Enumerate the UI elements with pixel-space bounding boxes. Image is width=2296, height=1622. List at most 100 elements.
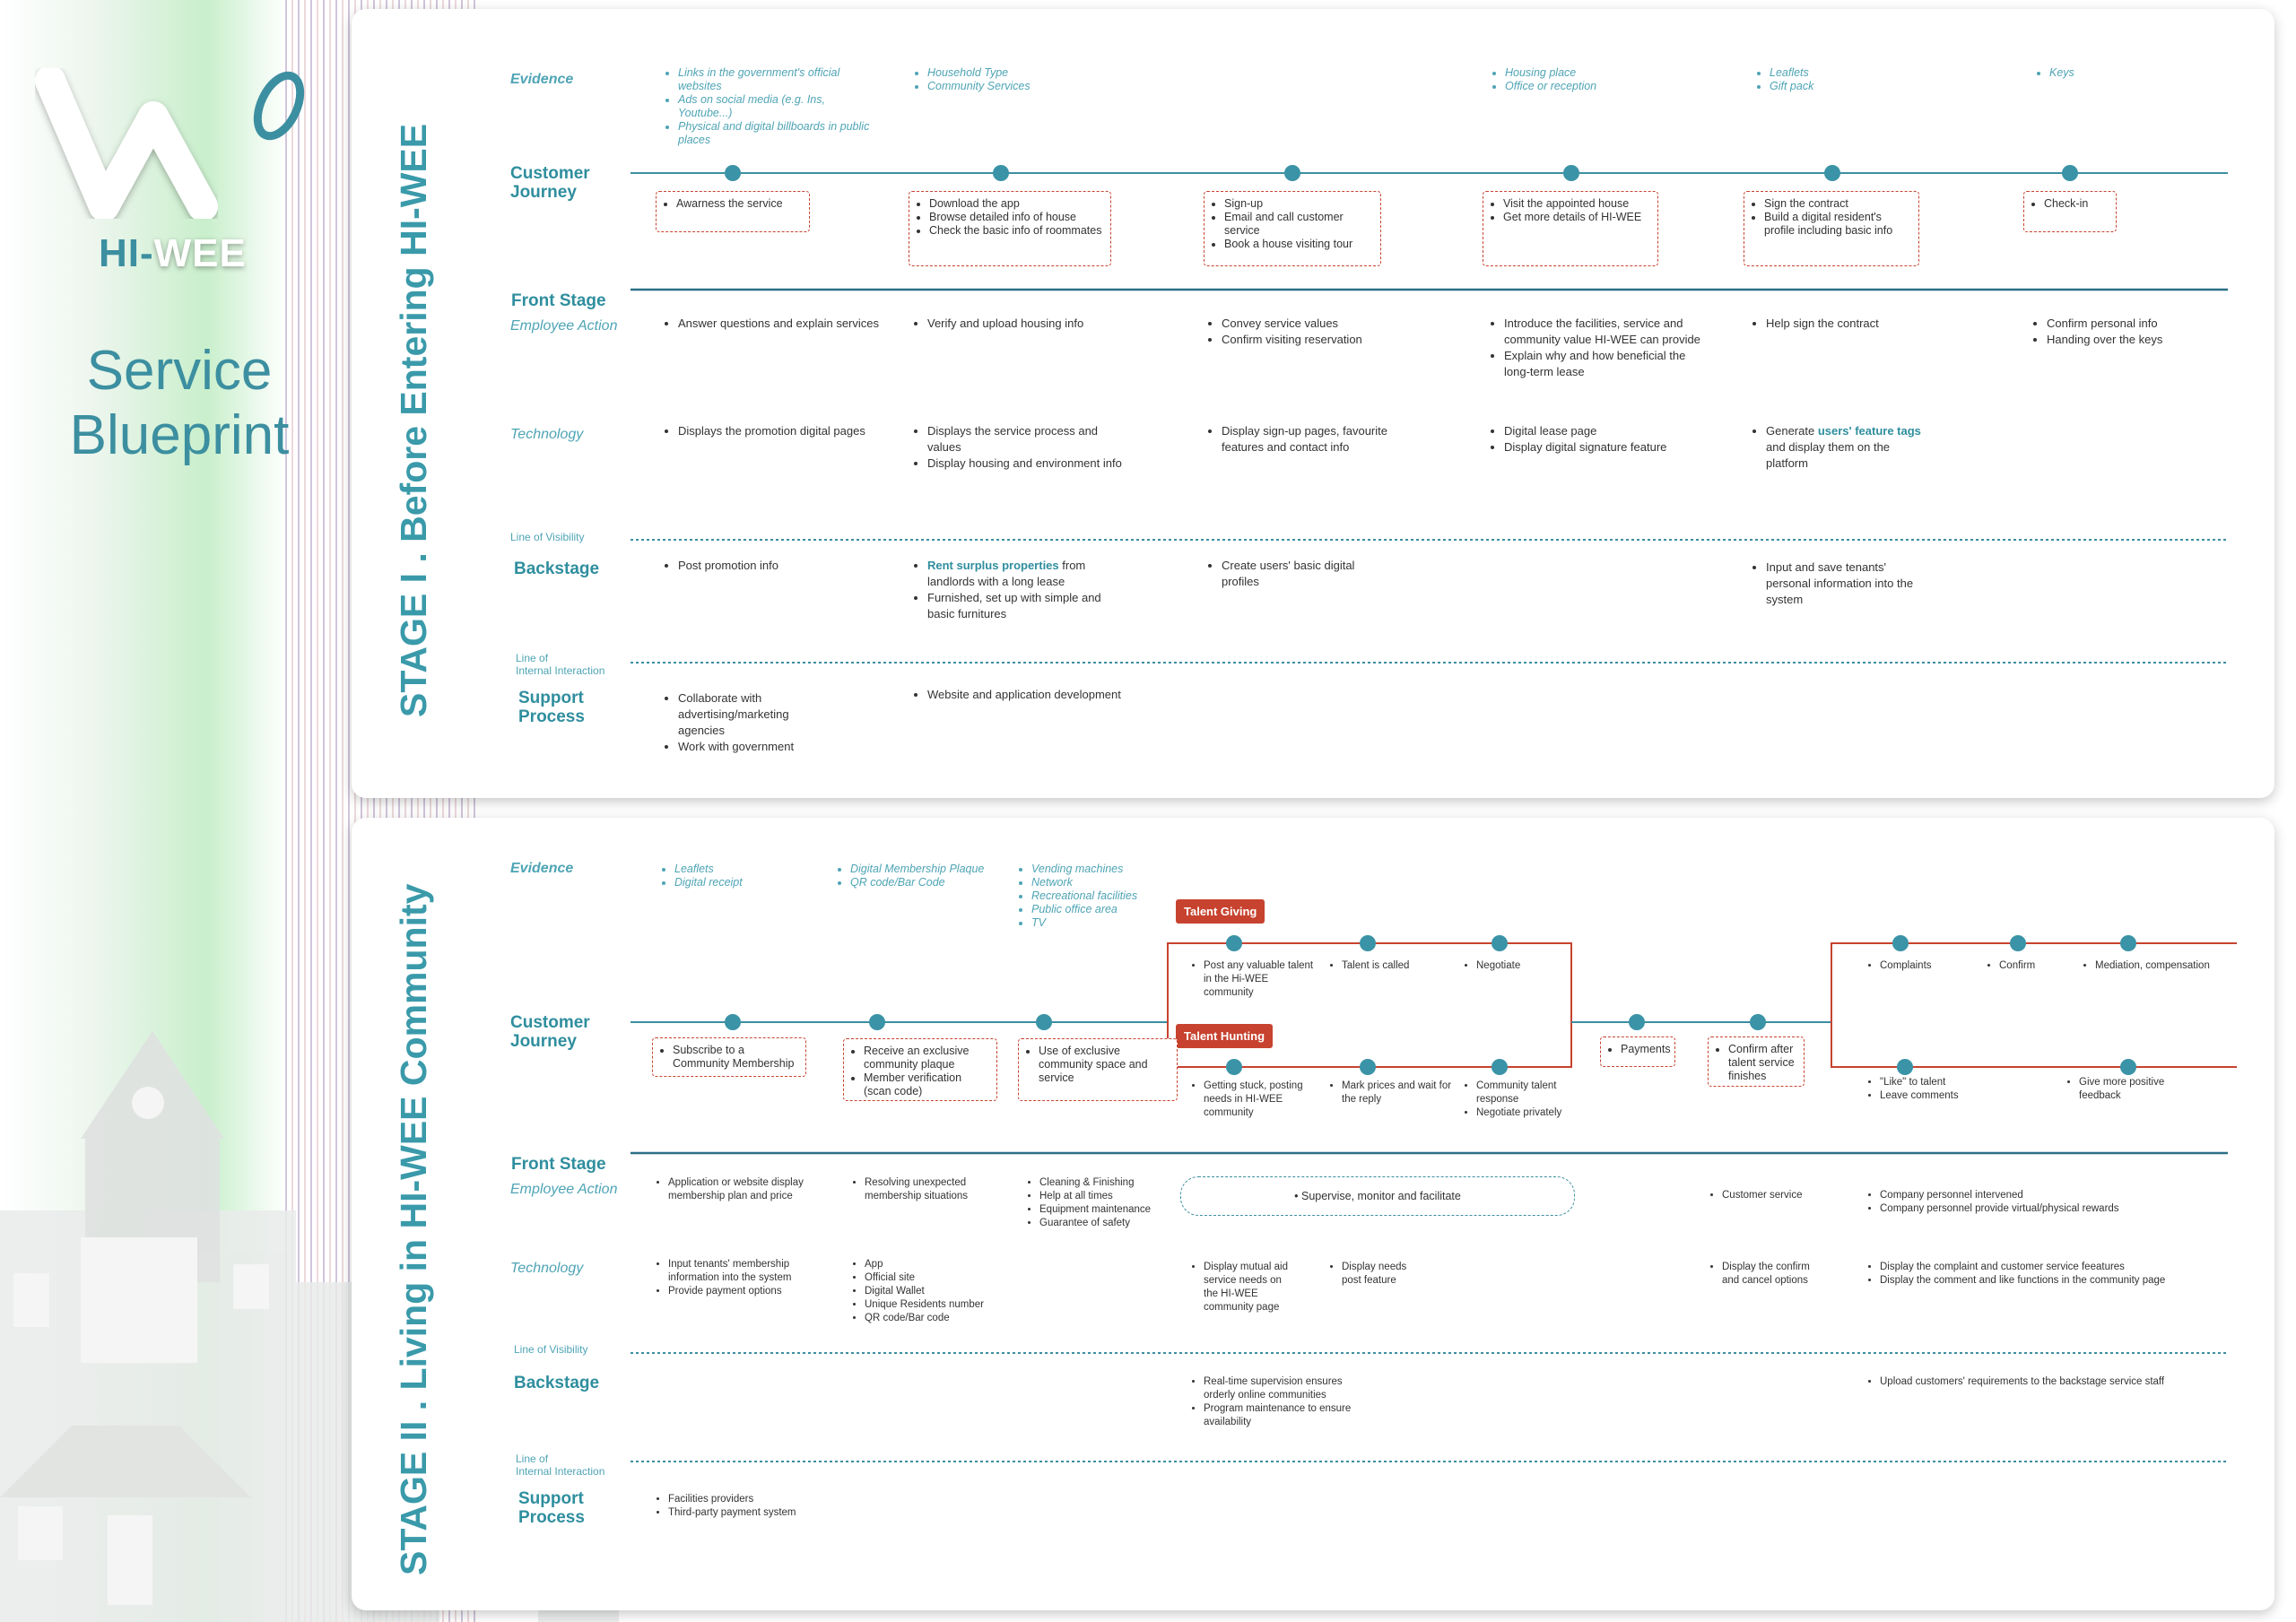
talent-hunting-step: Mark prices and wait for the reply	[1327, 1080, 1453, 1106]
journey-step-text: Sign-up	[1224, 197, 1375, 211]
bullet-item: Input tenants' membership information in…	[668, 1258, 815, 1285]
bullet-item: Physical and digital billboards in publi…	[678, 120, 870, 147]
evidence-item: Housing placeOffice or reception	[1491, 66, 1697, 93]
journey-step-text: Download the app	[929, 197, 1105, 211]
bullet-item: Confirm personal info	[2047, 316, 2248, 332]
bullet-item: Guarantee of safety	[1039, 1217, 1178, 1230]
bullet-item: Keys	[2049, 66, 2241, 80]
journey-node	[1750, 1014, 1766, 1030]
employee-action-item: Confirm personal infoHanding over the ke…	[2032, 316, 2248, 348]
support-process-label-line: Process	[518, 707, 585, 726]
bullet-item: Display housing and environment info	[927, 455, 1128, 472]
backstage-label-2-line: Backstage	[514, 1374, 600, 1392]
evidence-item: LeafletsDigital receipt	[660, 863, 813, 889]
bullet-item: Talent is called	[1342, 959, 1453, 973]
evidence-item: Digital Membership PlaqueQR code/Bar Cod…	[836, 863, 988, 889]
bullet-item: Vending machines	[1031, 863, 1170, 876]
journey-node	[1226, 1059, 1242, 1075]
after-service-step: Mediation, compensation	[2081, 959, 2215, 973]
technology-label: Technology	[510, 425, 583, 444]
evidence-item: Household TypeCommunity Services	[913, 66, 1119, 93]
journey-node	[1284, 165, 1300, 181]
journey-step-box: Visit the appointed houseGet more detail…	[1483, 191, 1658, 266]
bullet-item: Digital Membership Plaque	[850, 863, 988, 876]
journey-node	[1563, 165, 1579, 181]
bullet-item: Collaborate with advertising/marketing a…	[678, 690, 816, 739]
journey-node	[1824, 165, 1840, 181]
bullet-item: Post any valuable talent in the Hi-WEE c…	[1204, 959, 1315, 1000]
technology-label-2-line: Technology	[510, 1261, 584, 1276]
employee-action-item: Resolving unexpected membership situatio…	[850, 1176, 1003, 1203]
front-stage-label-2: Front Stage	[511, 1155, 606, 1174]
journey-step-box: Awarness the service	[656, 191, 810, 232]
evidence-item: Links in the government's official websi…	[664, 66, 870, 147]
talent-hunting-tag: Talent Hunting	[1176, 1024, 1274, 1048]
bullet-item: Cleaning & Finishing	[1039, 1176, 1178, 1190]
employee-action-item: Introduce the facilities, service and co…	[1490, 316, 1705, 380]
bullet-item: Display digital signature feature	[1504, 439, 1705, 455]
bullet-item: Program maintenance to ensure availabili…	[1204, 1402, 1369, 1429]
journey-step-text: Confirm after talent service finishes	[1728, 1043, 1798, 1083]
bullet-item: Company personnel intervened	[1880, 1189, 2242, 1202]
technology-item: Displays the promotion digital pages	[664, 423, 879, 439]
backstage-item: Input and save tenants' personal informa…	[1752, 559, 1922, 608]
bullet-item: Household Type	[927, 66, 1119, 80]
journey-step-text: Awarness the service	[676, 197, 804, 211]
employee-action-item: Company personnel intervenedCompany pers…	[1866, 1189, 2242, 1216]
bullet-item: Recreational facilities	[1031, 889, 1170, 903]
journey-step-box: Sign the contractBuild a digital residen…	[1744, 191, 1919, 266]
stage1-panel	[352, 9, 2274, 798]
bullet-item: Handing over the keys	[2047, 332, 2248, 348]
bullet-item: Digital lease page	[1504, 423, 1705, 439]
talent-giving-tag: Talent Giving	[1176, 899, 1265, 924]
supervise-text: • Supervise, monitor and facilitate	[1294, 1190, 1461, 1202]
bullet-item: Verify and upload housing info	[927, 316, 1128, 332]
journey-step-text: Check the basic info of roommates	[929, 224, 1105, 238]
bullet-item: Rent surplus properties from landlords w…	[927, 558, 1128, 590]
after-bottom-branch	[1831, 1022, 2237, 1068]
bullet-item: Community talent response	[1476, 1080, 1587, 1106]
journey-node	[1492, 935, 1508, 951]
bullet-item: Website and application development	[927, 687, 1182, 703]
technology-item: Display the confirm and cancel options	[1708, 1261, 1815, 1288]
journey-step-text: Use of exclusive community space and ser…	[1039, 1045, 1171, 1085]
support-process-label-2-line: Process	[518, 1508, 585, 1527]
line-of-internal-interaction-label-line: Line of	[516, 652, 549, 664]
journey-step-text: Payments	[1621, 1043, 1671, 1056]
after-service-step: Give more positive feedback	[2065, 1076, 2199, 1103]
after-top-branch	[1831, 942, 2237, 1022]
employee-action-item: Cleaning & FinishingHelp at all timesEqu…	[1025, 1176, 1178, 1230]
technology-item: AppOfficial siteDigital WalletUnique Res…	[850, 1258, 1003, 1325]
support-process-item: Collaborate with advertising/marketing a…	[664, 690, 816, 755]
bullet-item: Public office area	[1031, 903, 1170, 916]
bullet-item: Display sign-up pages, favourite feature…	[1222, 423, 1422, 455]
bullet-item: QR code/Bar code	[865, 1312, 1003, 1325]
technology-label-2: Technology	[510, 1259, 583, 1278]
technology-item: Display mutual aid service needs on the …	[1189, 1261, 1297, 1314]
evidence-label-2-line: Evidence	[510, 861, 574, 876]
customer-journey-label-2-line: Customer	[510, 1013, 590, 1032]
journey-step-text: Receive an exclusive community plaque	[864, 1045, 991, 1071]
bullet-item: Upload customers' requirements to the ba…	[1880, 1375, 2242, 1389]
technology-item: Generate users' feature tags and display…	[1752, 423, 1922, 472]
journey-step-text: Check-in	[2044, 197, 2110, 211]
employee-action-label: Employee Action	[510, 317, 617, 335]
journey-step-box: Subscribe to a Community Membership	[652, 1037, 806, 1077]
line-of-internal-interaction-label-2-line: Internal Interaction	[516, 1465, 605, 1478]
employee-action-item: Convey service valuesConfirm visiting re…	[1207, 316, 1422, 348]
logo-mark-icon	[35, 65, 305, 221]
support-process-label-line: Support	[518, 689, 584, 707]
employee-action-item: Verify and upload housing info	[913, 316, 1128, 332]
line-of-visibility-label: Line of Visibility	[510, 531, 585, 543]
front-stage-label-2-line: Front Stage	[511, 1155, 606, 1174]
line-of-internal-interaction-label-line: Internal Interaction	[516, 664, 605, 677]
bullet-item: Input and save tenants' personal informa…	[1766, 559, 1922, 608]
journey-node	[1492, 1059, 1508, 1075]
stage2-panel	[352, 818, 2274, 1610]
journey-node	[725, 1014, 741, 1030]
technology-item: Input tenants' membership information in…	[654, 1258, 815, 1298]
technology-item: Displays the service process and valuesD…	[913, 423, 1128, 472]
hiwee-logo	[32, 63, 328, 287]
